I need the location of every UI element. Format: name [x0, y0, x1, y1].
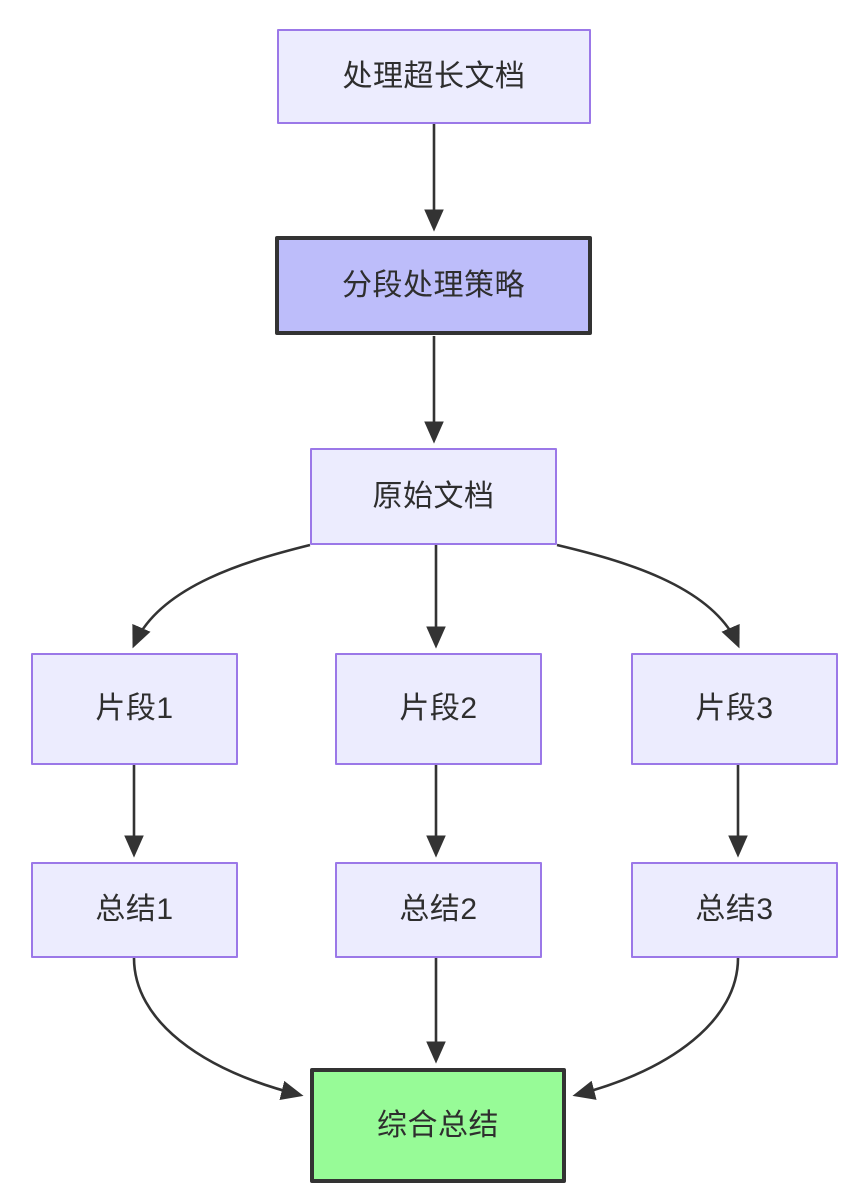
edge-n3-to-n6	[556, 543, 740, 649]
edge-n7-to-n10	[132, 957, 304, 1101]
node-label: 片段3	[695, 692, 774, 725]
node-n9[interactable]: 总结3	[631, 862, 838, 958]
node-n5[interactable]: 片段2	[335, 653, 542, 765]
node-n7[interactable]: 总结1	[31, 862, 238, 958]
node-label: 片段1	[95, 692, 174, 725]
node-label: 综合总结	[377, 1108, 499, 1142]
node-n2[interactable]: 分段处理策略	[275, 236, 592, 335]
node-label: 分段处理策略	[342, 268, 525, 302]
node-n4[interactable]: 片段1	[31, 653, 238, 765]
node-n3[interactable]: 原始文档	[310, 448, 557, 545]
node-label: 片段2	[399, 692, 478, 725]
node-n6[interactable]: 片段3	[631, 653, 838, 765]
node-n8[interactable]: 总结2	[335, 862, 542, 958]
node-label: 处理超长文档	[342, 59, 526, 93]
node-label: 原始文档	[372, 479, 495, 513]
node-label: 总结1	[95, 893, 174, 926]
node-label: 总结2	[399, 893, 478, 926]
node-label: 总结3	[695, 893, 774, 926]
node-n10[interactable]: 综合总结	[310, 1068, 566, 1183]
node-n1[interactable]: 处理超长文档	[277, 29, 591, 124]
edge-n3-to-n4	[132, 543, 311, 649]
edge-n9-to-n10	[572, 957, 740, 1100]
